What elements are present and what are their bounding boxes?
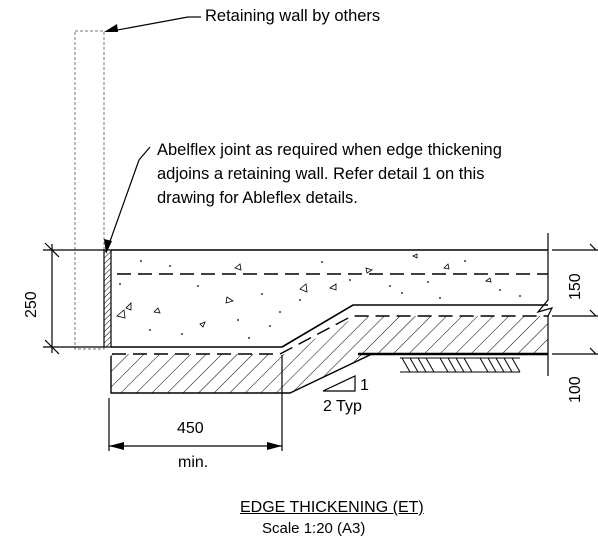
dim-250-label: 250 xyxy=(23,291,40,318)
slope-rise-label: 1 xyxy=(360,377,369,394)
abelflex-note-line-3: drawing for Ableflex details. xyxy=(157,189,358,207)
concrete-fines xyxy=(119,260,521,339)
break-line xyxy=(536,233,554,376)
slope-run-label: 2 Typ xyxy=(323,398,362,415)
dim-100-label: 100 xyxy=(567,376,584,403)
dim-right-lines xyxy=(552,243,598,355)
dim-450-arrow-left xyxy=(109,442,124,450)
retaining-wall-note: Retaining wall by others xyxy=(205,7,381,25)
abelflex-leader xyxy=(138,146,151,161)
abelflex-note-line-2: adjoins a retaining wall. Refer detail 1… xyxy=(157,165,485,183)
retaining-wall-arrowhead xyxy=(104,24,118,32)
abelflex-joint xyxy=(103,249,112,348)
drawing-scale: Scale 1:20 (A3) xyxy=(262,520,366,537)
dim-450-lines xyxy=(108,355,283,451)
dim-450-label: 450 xyxy=(177,420,204,437)
slope-triangle xyxy=(322,375,356,392)
drawing-title: EDGE THICKENING (ET) xyxy=(240,499,424,516)
slab-bottom-sloped-line xyxy=(281,304,548,348)
concrete-aggregate xyxy=(116,253,492,328)
dim-150-label: 150 xyxy=(567,273,584,300)
ground-symbol xyxy=(400,357,521,373)
dim-250-lines xyxy=(43,242,104,355)
abelflex-note-line-1: Abelflex joint as required when edge thi… xyxy=(157,141,502,159)
retaining-wall-outline xyxy=(74,30,105,350)
dim-min-label: min. xyxy=(178,454,209,471)
sub-base-layer xyxy=(111,316,548,393)
dim-450-arrow-right xyxy=(267,442,282,450)
